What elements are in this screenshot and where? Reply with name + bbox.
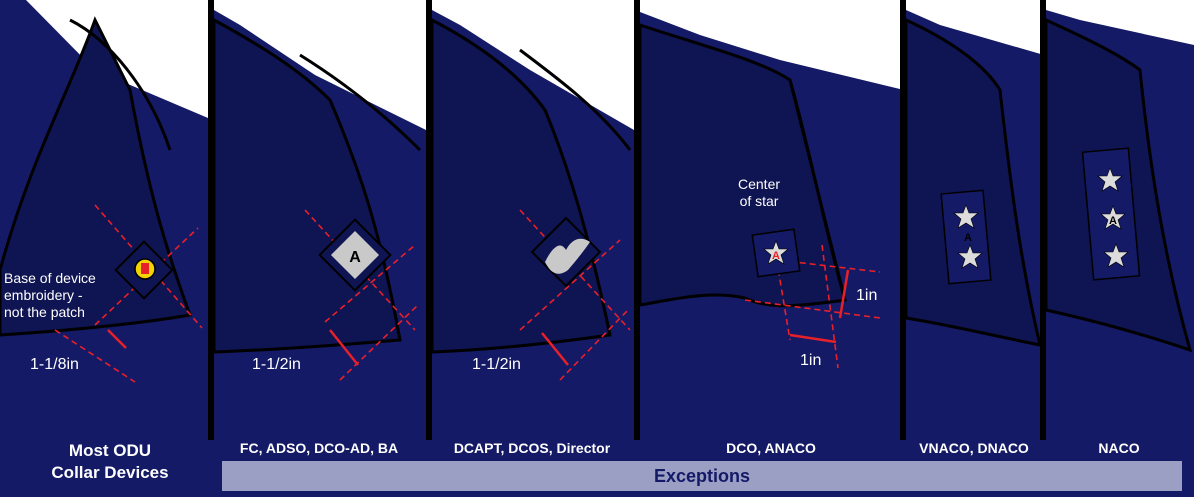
panel-dcapt-sky [432, 0, 634, 130]
panel-fc: A [208, 0, 426, 497]
panel-vnaco-title: VNACO, DNACO [919, 440, 1029, 456]
distance-label-horizontal: 1in [800, 352, 822, 369]
base-note-line1: Base of device [4, 270, 96, 286]
panel-dcapt-eagle-device [545, 238, 590, 274]
panel-vnaco-device-letter: A [964, 232, 972, 244]
panel-fc-title: FC, ADSO, DCO-AD, BA [239, 440, 399, 456]
base-note-line3: not the patch [4, 304, 85, 320]
panel-most-measure-arrow [107, 329, 127, 349]
panel-fc-collar-edge [299, 53, 422, 152]
panel-dcapt-guide-3 [559, 309, 629, 381]
panel-fc-device [330, 230, 380, 280]
panel-dcapt-collar-edge [519, 48, 632, 151]
panel-most-odu [0, 0, 208, 497]
panel-naco-sky [1046, 0, 1194, 45]
panel-fc-device-letter: A [349, 249, 361, 266]
panel-dcapt-divider [426, 0, 432, 440]
panel-fc-measure-arrow [329, 329, 359, 366]
center-of-star-note: Center of star [738, 176, 780, 210]
panel-dco-sky [640, 0, 904, 90]
base-note-line2: embroidery - [4, 287, 83, 303]
panel-naco-device-letter: A [1109, 215, 1117, 227]
panel-most-collar-edge [69, 18, 172, 151]
base-of-device-note: Base of device embroidery - not the patc… [4, 270, 134, 321]
panel-naco-title: NACO [1098, 440, 1140, 456]
panel-vnaco-sky [906, 0, 1044, 55]
distance-label-1: 1-1/8in [30, 356, 79, 373]
panel-dco-measure-horizontal [789, 333, 837, 344]
panel-vnaco-divider [900, 0, 906, 440]
panel-dco: A [634, 0, 904, 497]
center-note-line2: of star [739, 193, 779, 209]
panel-most-title-line1: Most ODU [68, 441, 152, 460]
panel-dco-device-letter: A [772, 250, 780, 262]
panel-dcapt [426, 0, 634, 497]
panel-vnaco-patch [940, 189, 992, 285]
distance-label-3: 1-1/2in [472, 356, 521, 373]
panel-dco-measure-vertical [838, 269, 850, 319]
panel-dco-guide-right [821, 244, 839, 369]
exceptions-bar: Exceptions [222, 461, 1182, 491]
center-note-line1: Center [738, 176, 781, 192]
panel-naco-divider [1040, 0, 1046, 440]
panel-dco-guide-bottom [744, 299, 881, 319]
panel-dcapt-measure-arrow [541, 332, 569, 366]
panel-fc-guide-3 [339, 304, 419, 381]
panel-vnaco: A [900, 0, 1044, 497]
panel-most-guide-3 [54, 329, 136, 383]
panel-fc-divider [208, 0, 214, 440]
distance-label-vertical: 1in [856, 287, 878, 304]
exceptions-label: Exceptions [653, 465, 751, 486]
panel-naco: A [1040, 0, 1194, 497]
panel-most-title-line2: Collar Devices [51, 463, 169, 482]
panel-fc-sky [214, 0, 426, 130]
panel-vnaco-lapel [904, 17, 1042, 347]
panel-dco-collar-edge [788, 79, 847, 301]
panel-most-title: Most ODU Collar Devices [30, 440, 190, 484]
panel-dco-divider [634, 0, 640, 440]
panel-dco-title: DCO, ANACO [726, 440, 816, 456]
panel-dcapt-title: DCAPT, DCOS, Director [453, 440, 611, 456]
panel-dcapt-guide-2 [519, 239, 621, 331]
panel-most-device-center [141, 263, 149, 274]
distance-label-2: 1-1/2in [252, 356, 301, 373]
